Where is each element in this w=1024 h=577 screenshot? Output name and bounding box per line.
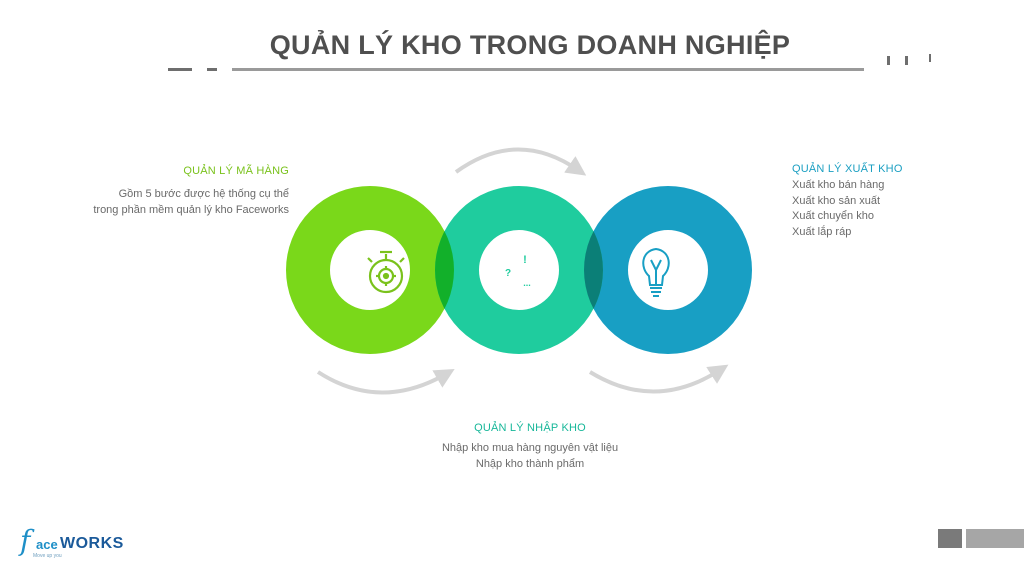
section-line: Nhập kho mua hàng nguyên vật liệu [441, 442, 619, 454]
title-underline [232, 68, 864, 71]
svg-text:?: ? [505, 268, 511, 279]
chat-bubbles-icon: ! ? ... [494, 246, 536, 296]
section-line: Xuất kho bán hàng [792, 179, 885, 191]
title-dash-left-2 [207, 68, 217, 71]
section-line: Gồm 5 bước được hệ thống cụ thể [118, 188, 289, 200]
page-title: QUẢN LÝ KHO TRONG DOANH NGHIỆP [269, 30, 791, 60]
section-title-product-code: QUẢN LÝ MÃ HÀNG [183, 165, 289, 177]
section-line: Xuất chuyển kho [792, 210, 874, 222]
title-tick-3 [929, 54, 931, 62]
arrow-top [454, 147, 587, 176]
section-title-outbound: QUẢN LÝ XUẤT KHO [792, 163, 903, 175]
title-tick-1 [887, 56, 890, 65]
faceworks-logo: f ace WORKS Move up you [20, 524, 150, 562]
title-dash-left-1 [168, 68, 192, 71]
logo-f: f [20, 524, 31, 557]
logo-tagline: Move up you [33, 553, 62, 559]
section-line: Xuất kho sản xuất [792, 194, 881, 207]
lightbulb-icon [642, 247, 670, 297]
section-title-inbound: QUẢN LÝ NHẬP KHO [474, 422, 586, 434]
section-text-outbound: Xuất kho bán hàng Xuất kho sản xuất Xuất… [792, 178, 884, 240]
corner-block-light [966, 529, 1024, 548]
corner-block-dark [938, 529, 962, 548]
title-tick-2 [905, 56, 908, 65]
arrow-bottom-right [588, 364, 729, 394]
section-text-inbound: Nhập kho mua hàng nguyên vật liệu Nhập k… [380, 441, 680, 472]
section-text-product-code: Gồm 5 bước được hệ thống cụ thể trong ph… [93, 187, 289, 218]
svg-text:!: ! [523, 254, 527, 266]
arrow-bottom-left [316, 369, 455, 395]
logo-works: WORKS [60, 535, 124, 552]
section-line: trong phần mềm quản lý kho Faceworks [93, 203, 289, 216]
section-line: Nhập kho thành phẩm [475, 457, 585, 470]
logo-ace: ace [36, 537, 58, 552]
section-line: Xuất lắp ráp [792, 225, 852, 238]
ring-blue [584, 186, 752, 354]
stopwatch-gear-icon [367, 250, 405, 294]
ring-teal [435, 186, 603, 354]
svg-text:...: ... [523, 278, 531, 288]
ring-green [286, 186, 454, 354]
